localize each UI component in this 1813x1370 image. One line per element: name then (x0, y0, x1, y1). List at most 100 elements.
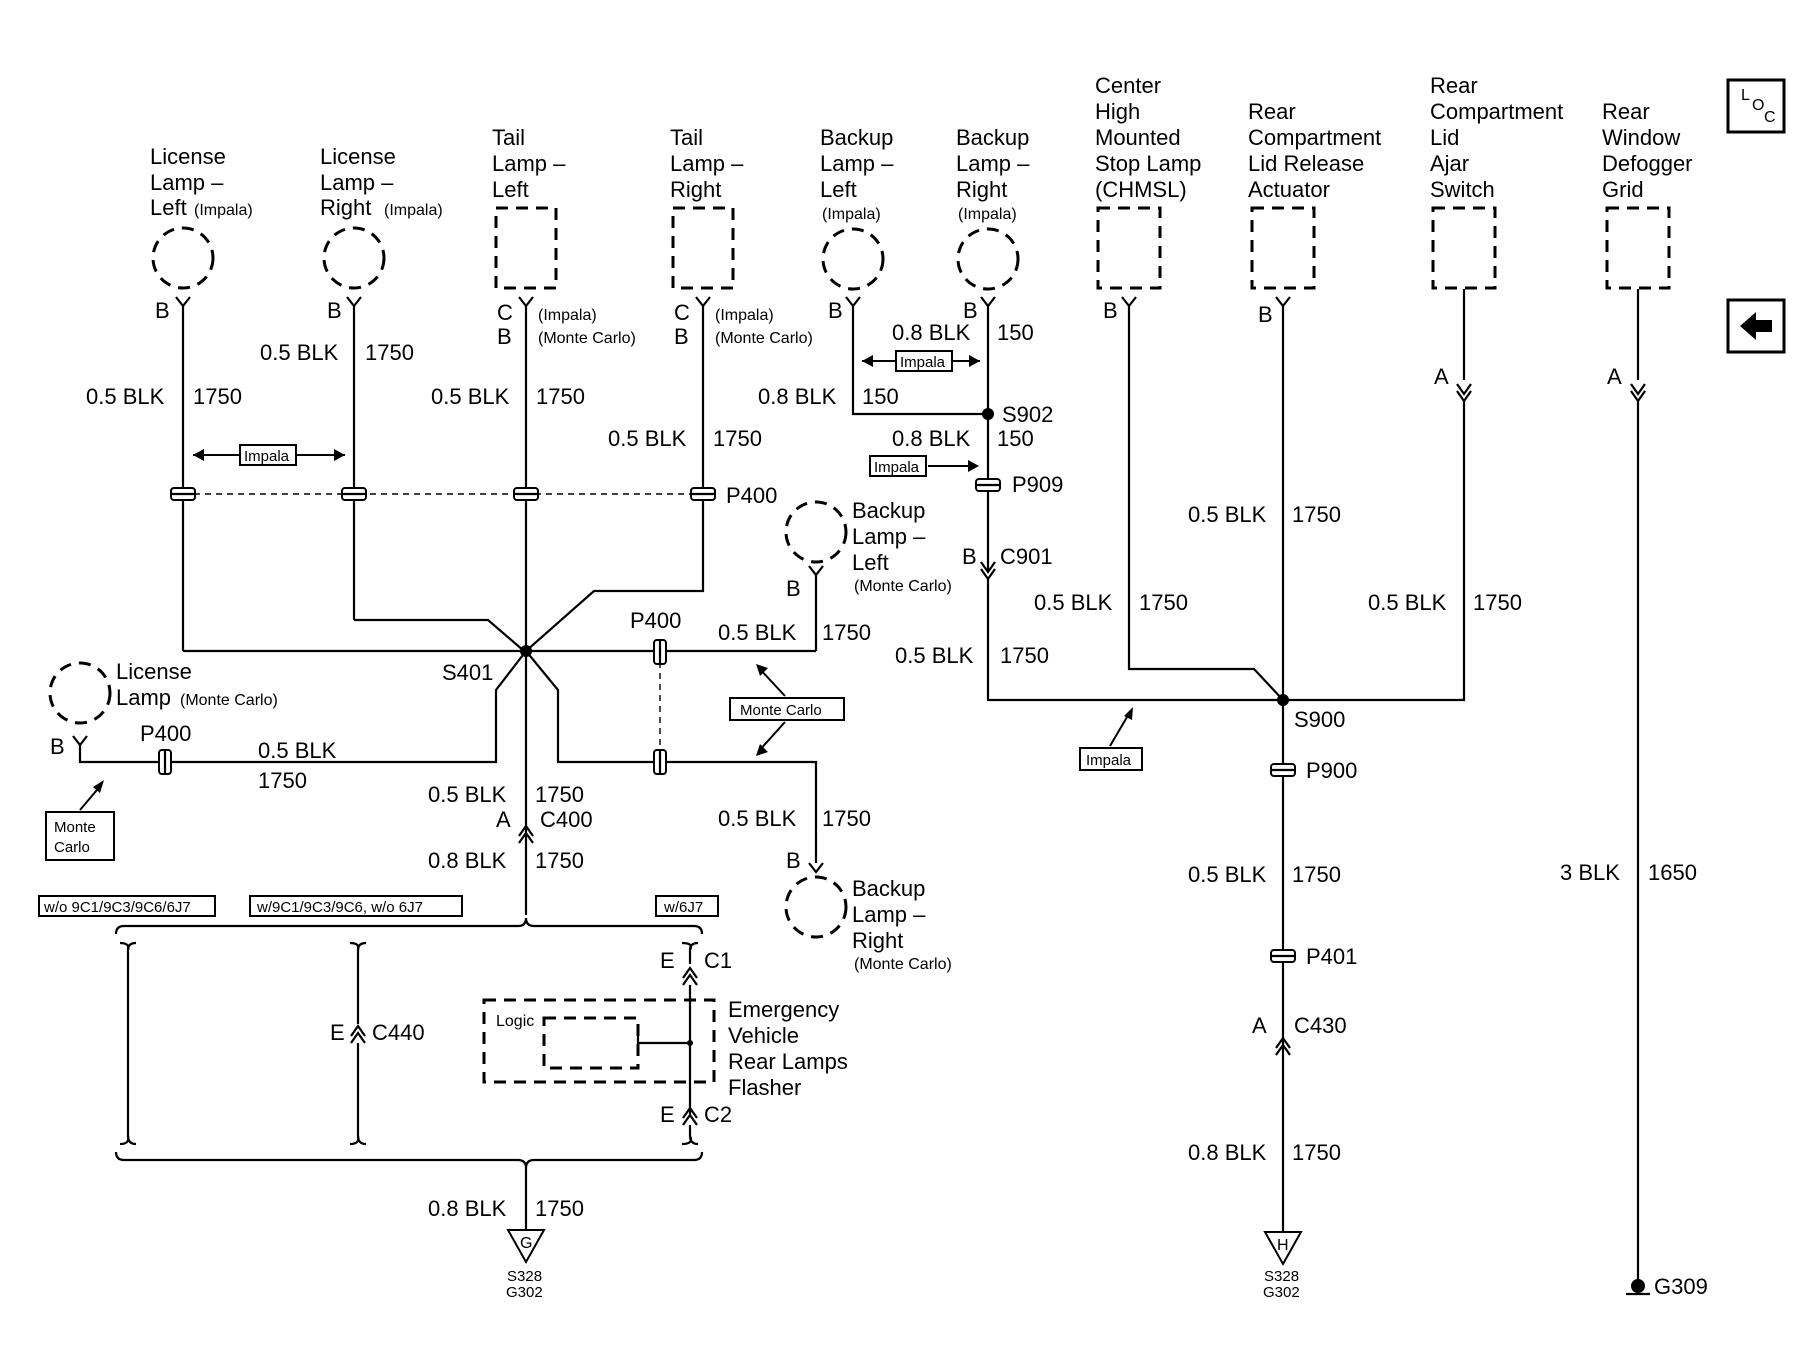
svg-text:Mounted: Mounted (1095, 125, 1181, 150)
svg-text:B: B (786, 576, 801, 601)
svg-text:G302: G302 (1263, 1284, 1300, 1301)
svg-text:0.8 BLK: 0.8 BLK (758, 384, 837, 409)
svg-text:Carlo: Carlo (54, 839, 90, 856)
svg-text:P900: P900 (1306, 758, 1357, 783)
tail-lamp-left: Tail Lamp – Left (492, 125, 566, 290)
svg-text:(Impala): (Impala) (538, 307, 597, 324)
impala-indicator-left: Impala (193, 444, 345, 466)
wire-labels-left: 0.5 BLK 1750 0.5 BLK 1750 0.5 BLK 1750 0… (86, 340, 871, 685)
svg-text:1750: 1750 (1473, 590, 1522, 615)
svg-text:1750: 1750 (535, 782, 584, 807)
backup-lamp-left-impala: Backup Lamp – Left (Impala) (820, 125, 894, 291)
svg-text:P909: P909 (1012, 472, 1063, 497)
svg-text:A: A (1607, 364, 1622, 389)
svg-text:Vehicle: Vehicle (728, 1023, 799, 1048)
svg-text:S900: S900 (1294, 707, 1345, 732)
svg-text:Lamp –: Lamp – (852, 524, 926, 549)
svg-text:Tail: Tail (670, 125, 703, 150)
backup-lamp-right-impala: Backup Lamp – Right (Impala) (956, 125, 1030, 291)
svg-text:Backup: Backup (956, 125, 1029, 150)
svg-text:C1: C1 (704, 948, 732, 973)
svg-text:(Impala): (Impala) (194, 202, 253, 219)
license-lamp-right: License Lamp – Right (Impala) (320, 144, 443, 290)
svg-text:0.8 BLK: 0.8 BLK (892, 426, 971, 451)
svg-text:Logic: Logic (496, 1013, 534, 1030)
svg-text:Lid Release: Lid Release (1248, 151, 1364, 176)
svg-text:1750: 1750 (536, 384, 585, 409)
svg-text:1750: 1750 (822, 620, 871, 645)
svg-text:Actuator: Actuator (1248, 177, 1330, 202)
svg-text:1750: 1750 (1139, 590, 1188, 615)
svg-text:Left: Left (852, 550, 889, 575)
c400-section: 0.5 BLK 1750 A C400 0.8 BLK 1750 w/o 9C1… (38, 782, 848, 1301)
back-arrow-icon[interactable] (1726, 298, 1786, 354)
svg-text:0.5 BLK: 0.5 BLK (895, 643, 974, 668)
svg-text:(Monte Carlo): (Monte Carlo) (854, 956, 952, 973)
svg-text:B: B (50, 734, 65, 759)
svg-text:S328: S328 (1264, 1268, 1299, 1285)
svg-text:0.8 BLK: 0.8 BLK (892, 320, 971, 345)
svg-text:0.5 BLK: 0.5 BLK (608, 426, 687, 451)
svg-text:Lamp –: Lamp – (492, 151, 566, 176)
svg-text:B: B (674, 324, 689, 349)
svg-text:B: B (962, 544, 977, 569)
svg-text:3 BLK: 3 BLK (1560, 860, 1620, 885)
svg-text:B: B (1103, 298, 1118, 323)
svg-text:C: C (674, 300, 690, 325)
svg-text:Impala: Impala (1086, 752, 1132, 769)
svg-text:Backup: Backup (852, 876, 925, 901)
rear-compartment-lid-ajar-switch: Rear Compartment Lid Ajar Switch (1430, 73, 1563, 290)
svg-text:1750: 1750 (535, 1196, 584, 1221)
svg-text:B: B (786, 848, 801, 873)
svg-text:C2: C2 (704, 1102, 732, 1127)
svg-text:Flasher: Flasher (728, 1075, 801, 1100)
svg-text:(Monte Carlo): (Monte Carlo) (715, 330, 813, 347)
svg-text:1750: 1750 (1292, 862, 1341, 887)
svg-text:C440: C440 (372, 1020, 425, 1045)
svg-text:0.5 BLK: 0.5 BLK (86, 384, 165, 409)
svg-text:Lamp –: Lamp – (956, 151, 1030, 176)
svg-text:0.5 BLK: 0.5 BLK (718, 806, 797, 831)
svg-text:1650: 1650 (1648, 860, 1697, 885)
monte-carlo-indicator: Monte Carlo (729, 664, 845, 756)
svg-text:w/6J7: w/6J7 (663, 899, 703, 916)
svg-text:A: A (1252, 1013, 1267, 1038)
svg-text:G302: G302 (506, 1284, 543, 1301)
svg-text:Center: Center (1095, 73, 1161, 98)
svg-text:Defogger: Defogger (1602, 151, 1693, 176)
svg-text:0.5 BLK: 0.5 BLK (431, 384, 510, 409)
svg-text:Rear: Rear (1430, 73, 1478, 98)
svg-text:G: G (520, 1235, 532, 1252)
svg-text:Right: Right (852, 928, 903, 953)
svg-text:Rear: Rear (1248, 99, 1296, 124)
svg-text:E: E (330, 1020, 345, 1045)
svg-text:License: License (116, 659, 192, 684)
svg-text:P400: P400 (630, 608, 681, 633)
svg-text:License: License (320, 144, 396, 169)
svg-text:1750: 1750 (193, 384, 242, 409)
svg-text:(Monte Carlo): (Monte Carlo) (854, 578, 952, 595)
svg-text:Compartment: Compartment (1248, 125, 1381, 150)
svg-text:1750: 1750 (1292, 502, 1341, 527)
svg-text:Lamp –: Lamp – (820, 151, 894, 176)
svg-text:(Impala): (Impala) (715, 307, 774, 324)
rear-compartment-lid-release-actuator: Rear Compartment Lid Release Actuator (1248, 99, 1381, 290)
svg-text:C400: C400 (540, 807, 593, 832)
svg-text:(CHMSL): (CHMSL) (1095, 177, 1187, 202)
loc-icon[interactable]: L O C (1726, 78, 1786, 134)
s900-group: A 0.5 BLK 1750 0.5 BLK 1750 0.5 BLK 1750… (1034, 289, 1522, 1301)
svg-text:0.8 BLK: 0.8 BLK (428, 848, 507, 873)
license-lamp-monte-carlo: License Lamp (Monte Carlo) B P400 0.5 BL… (45, 659, 337, 861)
svg-text:Compartment: Compartment (1430, 99, 1563, 124)
svg-text:B: B (327, 298, 342, 323)
svg-text:Lamp –: Lamp – (320, 170, 394, 195)
svg-text:0.8 BLK: 0.8 BLK (428, 1196, 507, 1221)
svg-text:O: O (1752, 97, 1764, 114)
svg-text:0.5 BLK: 0.5 BLK (1188, 862, 1267, 887)
svg-text:P401: P401 (1306, 944, 1357, 969)
svg-text:Grid: Grid (1602, 177, 1644, 202)
svg-text:Emergency: Emergency (728, 997, 839, 1022)
svg-text:E: E (660, 1102, 675, 1127)
rear-window-defogger-grid: Rear Window Defogger Grid (1602, 99, 1693, 290)
